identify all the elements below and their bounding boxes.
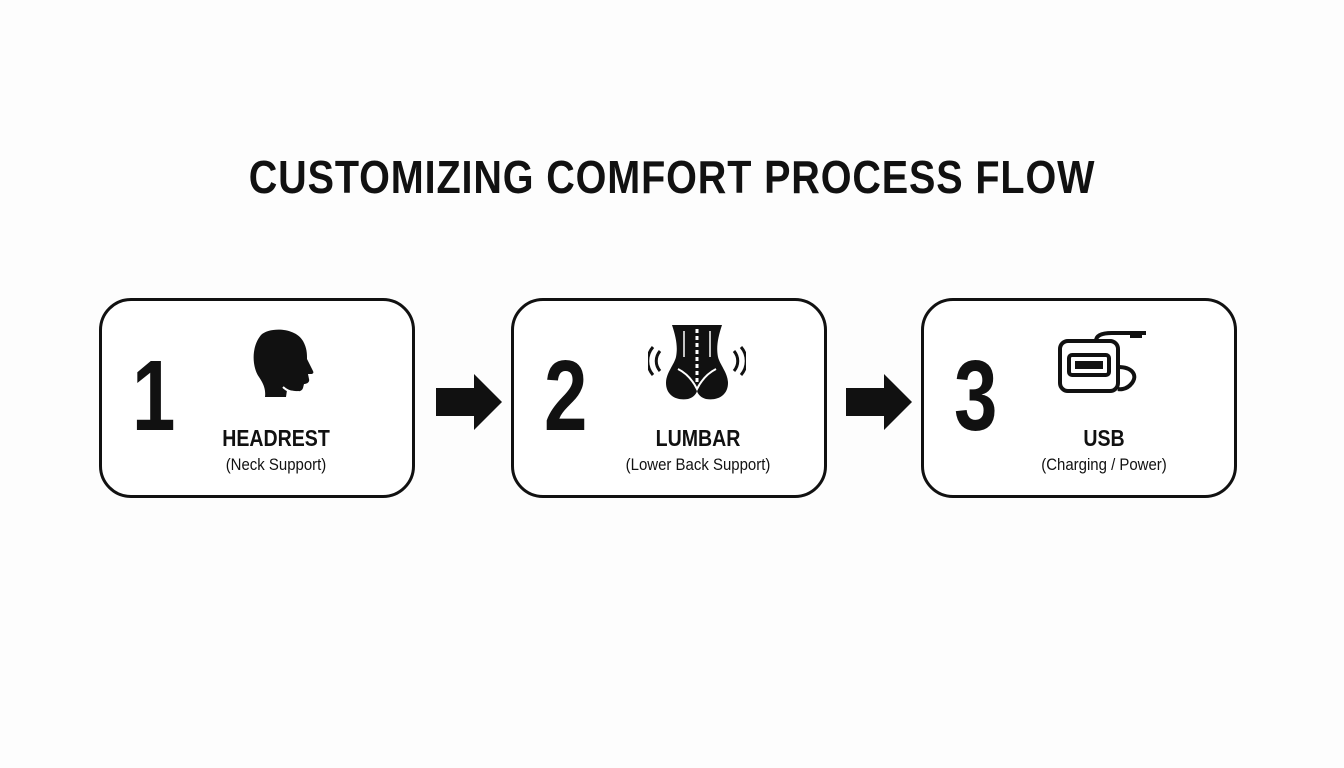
head-profile-icon xyxy=(253,329,314,397)
step-sublabel: (Lower Back Support) xyxy=(625,455,771,474)
arrow-right-icon xyxy=(436,374,502,430)
step-label: LUMBAR xyxy=(655,425,741,451)
step-usb: 3 USB (Charging / Power) xyxy=(921,298,1237,498)
step-sublabel: (Neck Support) xyxy=(225,455,327,474)
step-label: HEADREST xyxy=(222,425,330,451)
usb-plug-icon xyxy=(1058,331,1146,393)
lower-back-icon xyxy=(648,325,746,400)
arrow-right-icon xyxy=(846,374,912,430)
step-lumbar: 2 LUMBAR (Lower Back Support) xyxy=(511,298,827,498)
step-sublabel: (Charging / Power) xyxy=(1041,455,1167,474)
step-label: USB xyxy=(1083,425,1125,451)
step-headrest: 1 HEADREST (Neck Support) xyxy=(99,298,415,498)
diagram-title: CUSTOMIZING COMFORT PROCESS FLOW xyxy=(248,151,1096,203)
step-number: 2 xyxy=(544,340,588,452)
step-number: 1 xyxy=(132,340,176,452)
step-number: 3 xyxy=(954,340,998,452)
